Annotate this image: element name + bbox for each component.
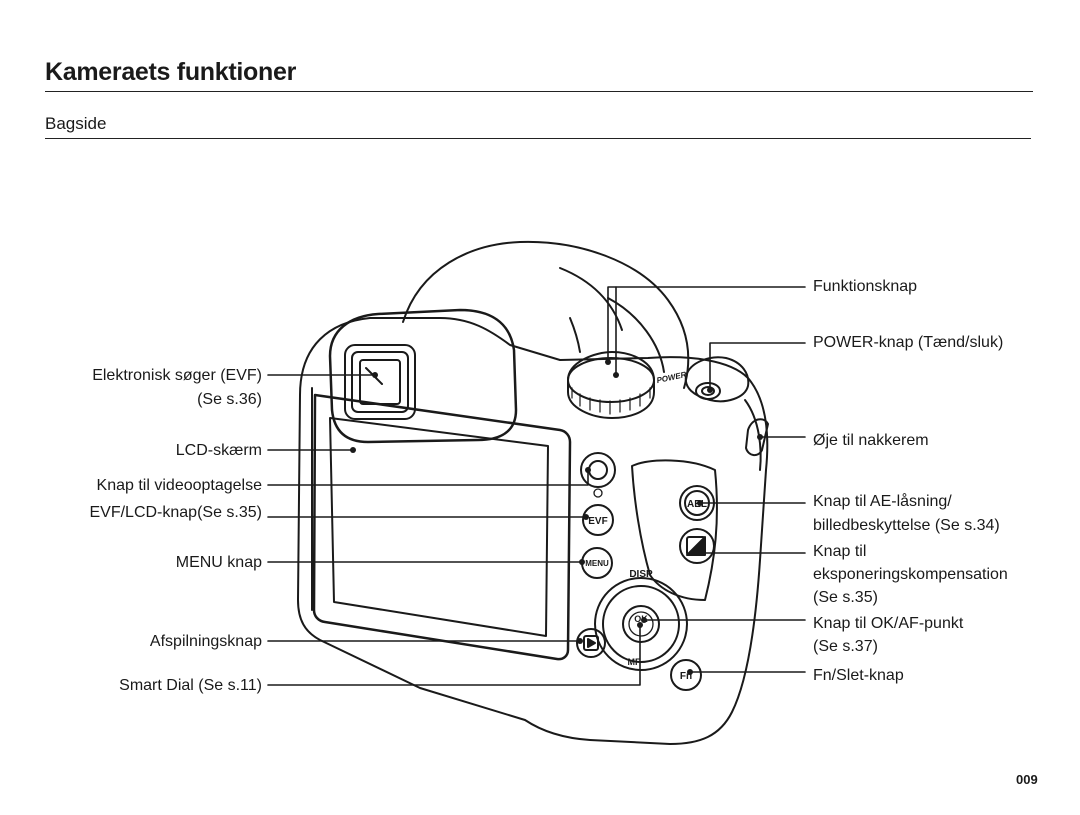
label-menu-button: MENU knap (175, 554, 262, 571)
page-title: Kameraets funktioner (45, 58, 297, 86)
label-play-button: Afspilningsknap (149, 633, 262, 650)
grip (631, 459, 718, 601)
label-ok-button: Knap til OK/AF-punkt (813, 615, 964, 632)
smart-dial-shape (594, 577, 688, 671)
label-exposure-button-ref: (Se s.35) (813, 589, 878, 606)
label-evf-lcd-button: EVF/LCD-knap(Se s.35) (89, 504, 262, 521)
label-power-button: POWER-knap (Tænd/sluk) (813, 334, 1004, 351)
ok-mark: OK (634, 614, 648, 624)
label-exposure-button-2: eksponeringskompensation (813, 566, 1008, 583)
evf-housing (328, 308, 518, 444)
mf-mark: MF (628, 657, 641, 667)
fn-button-shape (670, 659, 702, 691)
evf-lcd-button-shape (582, 504, 614, 536)
mode-dial (567, 351, 655, 419)
label-lcd: LCD-skærm (175, 442, 262, 459)
leader-smart-dial (267, 624, 641, 686)
disp-mark: DISP (629, 569, 653, 580)
label-evf-ref: (Se s.36) (197, 391, 262, 408)
camera-body (297, 317, 769, 745)
label-fn-button: Fn/Slet-knap (813, 667, 904, 684)
menu-mark: MENU (585, 559, 609, 568)
label-evf: Elektronisk søger (EVF) (92, 367, 262, 384)
label-strap-eyelet: Øje til nakkerem (813, 432, 929, 449)
section-heading: Bagside (45, 114, 107, 133)
label-ael-button: Knap til AE-låsning/ (813, 493, 952, 510)
leader-function (607, 286, 806, 363)
evf-mark: EVF (588, 516, 607, 527)
label-function-button: Funktionsknap (813, 278, 918, 295)
power-mark: POWER (656, 370, 688, 385)
video-button-shape (580, 452, 616, 488)
section-divider (45, 138, 1031, 139)
title-divider (45, 91, 1033, 92)
label-video-button: Knap til videooptagelse (96, 477, 262, 494)
play-button-shape (576, 628, 606, 658)
label-ael-button-ref: billedbeskyttelse (Se s.34) (813, 517, 1000, 534)
strap-eyelet (745, 418, 769, 456)
page-number: 009 (1016, 772, 1038, 787)
lens-barrel (402, 240, 690, 389)
lcd-screen (312, 393, 572, 661)
label-smart-dial: Smart Dial (Se s.11) (119, 677, 262, 694)
leader-video (267, 469, 589, 486)
exposure-button-shape (679, 528, 715, 564)
power-button (684, 356, 750, 403)
ael-mark: AEL (687, 499, 707, 510)
fn-mark: Fn (680, 671, 692, 682)
label-exposure-button: Knap til (813, 543, 867, 560)
label-ok-button-ref: (Se s.37) (813, 638, 878, 655)
leader-power (709, 342, 806, 391)
